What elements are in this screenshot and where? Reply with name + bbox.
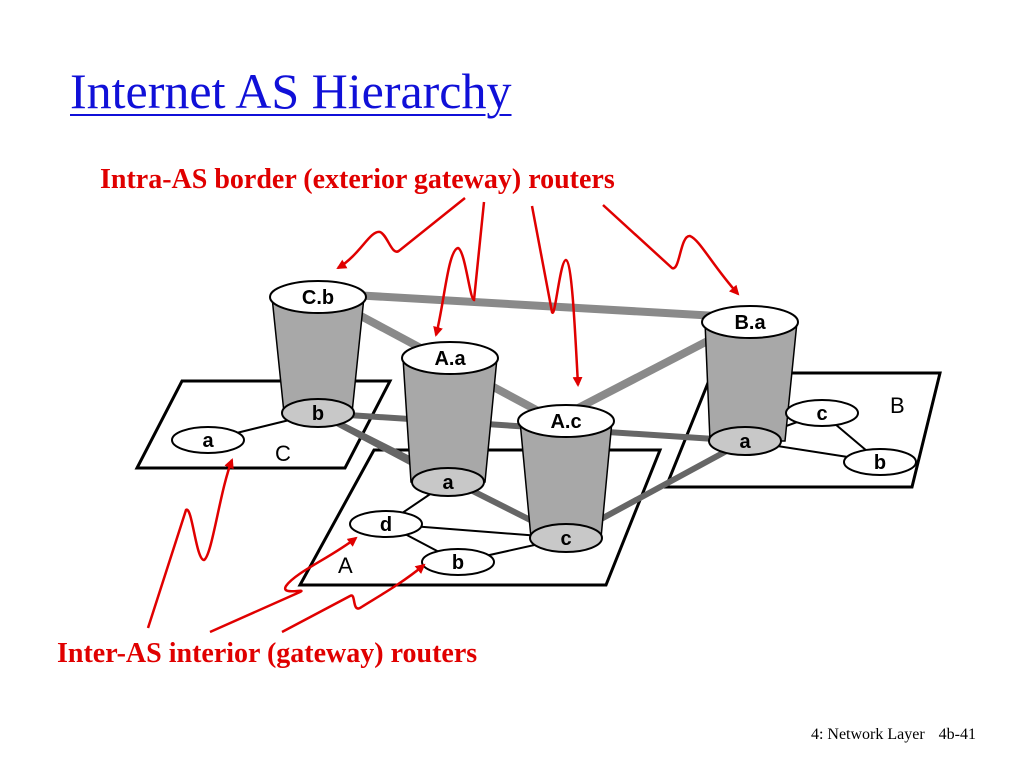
as-label-b: B bbox=[890, 393, 905, 418]
link-cb-ba bbox=[317, 289, 753, 322]
svg-text:A.a: A.a bbox=[434, 348, 466, 370]
router-cb: C.b bbox=[269, 280, 367, 314]
svg-text:b: b bbox=[312, 403, 324, 425]
callout-interior-routers: Inter-AS interior (gateway) routers bbox=[57, 638, 478, 669]
router-b-b: b bbox=[843, 448, 917, 476]
arrow-to-aa bbox=[433, 201, 486, 337]
router-ac: A.c bbox=[517, 404, 615, 438]
router-ba: B.a bbox=[701, 305, 799, 339]
svg-text:B.a: B.a bbox=[734, 312, 766, 334]
callout-border-routers: Intra-AS border (exterior gateway) route… bbox=[100, 164, 615, 195]
svg-text:d: d bbox=[380, 514, 392, 536]
footer-page-number: 4b-41 bbox=[938, 726, 976, 743]
svg-text:a: a bbox=[739, 431, 751, 453]
router-c-a: a bbox=[171, 426, 245, 454]
router-aa: A.a bbox=[401, 341, 499, 375]
page-title: Internet AS Hierarchy bbox=[70, 63, 512, 119]
slide-footer: 4: Network Layer 4b-41 bbox=[811, 726, 976, 744]
svg-text:a: a bbox=[442, 472, 454, 494]
arrow-to-cb bbox=[336, 197, 466, 270]
as-label-a: A bbox=[338, 553, 353, 578]
svg-text:c: c bbox=[816, 403, 827, 425]
arrow-to-ac bbox=[530, 205, 583, 387]
arrow-to-ab bbox=[281, 563, 426, 634]
arrow-to-ca bbox=[146, 458, 234, 629]
svg-text:b: b bbox=[874, 452, 886, 474]
router-b-a: a bbox=[708, 426, 782, 456]
arrow-to-ad bbox=[209, 536, 358, 634]
router-a-a: a bbox=[411, 467, 485, 497]
footer-chapter: 4: Network Layer bbox=[810, 726, 925, 743]
cylinder-aa bbox=[402, 357, 498, 483]
cylinder-ac bbox=[519, 420, 613, 539]
svg-text:a: a bbox=[202, 430, 214, 452]
svg-text:A.c: A.c bbox=[550, 411, 581, 433]
cylinder-cb bbox=[271, 296, 365, 414]
router-a-d: d bbox=[349, 510, 423, 538]
router-a-b: b bbox=[421, 548, 495, 576]
svg-text:c: c bbox=[560, 528, 571, 550]
as-label-c: C bbox=[275, 441, 291, 466]
router-b-c: c bbox=[785, 399, 859, 427]
router-c-b: b bbox=[281, 398, 355, 428]
arrow-to-ba bbox=[602, 204, 740, 296]
router-a-c: c bbox=[529, 523, 603, 553]
svg-text:b: b bbox=[452, 552, 464, 574]
cylinder-ba bbox=[704, 321, 798, 442]
svg-text:C.b: C.b bbox=[302, 287, 334, 309]
